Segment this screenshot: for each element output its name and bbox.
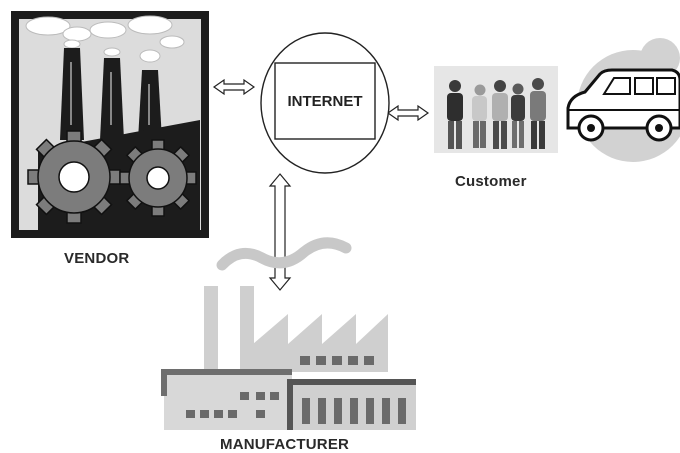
car-icon [566,38,680,162]
arrow-internet-customer [386,104,430,122]
manufacturer-label: MANUFACTURER [220,436,350,453]
arrow-vendor-internet [212,78,256,96]
arrow-internet-manufacturer [268,173,292,291]
vendor-illustration [11,11,209,238]
internet-label: INTERNET [287,93,363,110]
gear-icon [119,139,197,217]
customer-photo [434,66,558,153]
customer-label: Customer [455,173,527,190]
internet-node [260,32,390,174]
gear-icon [27,130,121,224]
manufacturer-illustration [161,237,416,430]
vendor-label: VENDOR [64,250,130,267]
